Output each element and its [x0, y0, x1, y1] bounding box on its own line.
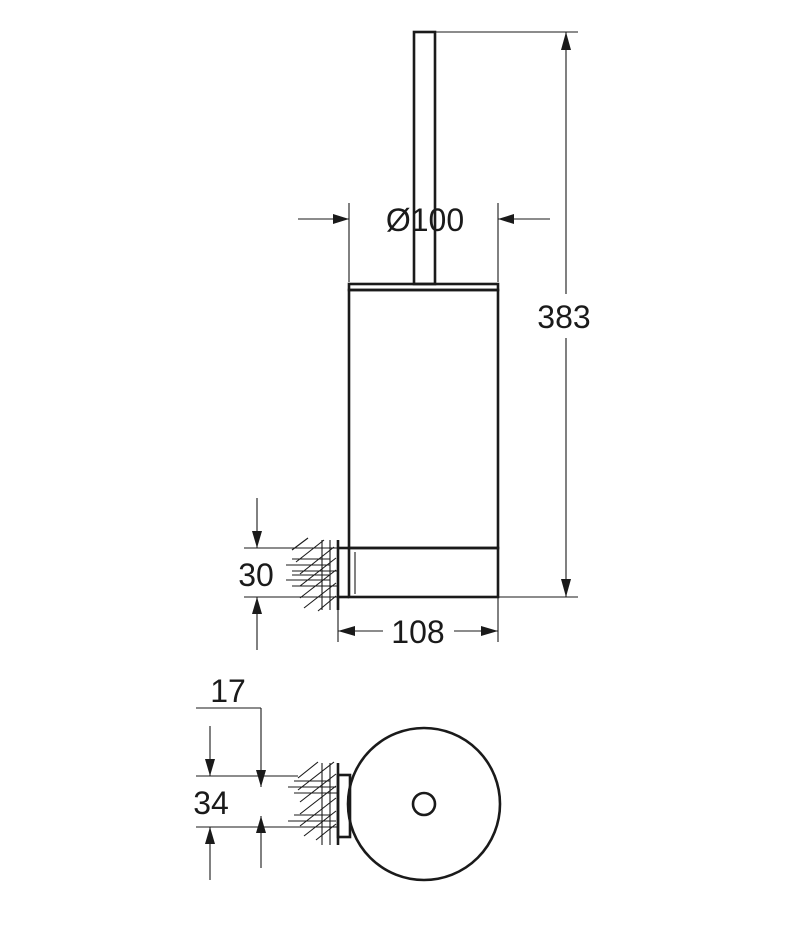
screw-lower	[286, 574, 338, 587]
holder-body	[347, 288, 500, 550]
screw-upper	[286, 558, 338, 572]
base-height-dimension: 30	[238, 498, 338, 650]
side-view: Ø100 383 30	[238, 30, 600, 650]
top-bracket	[336, 763, 352, 845]
height-label: 383	[537, 299, 590, 335]
fixing-spacing-dimension: 34	[193, 726, 298, 880]
base-height-label: 30	[238, 557, 274, 593]
fixing-spacing-label: 34	[193, 785, 229, 821]
depth-label: 108	[391, 614, 444, 650]
top-wall-hatching	[297, 761, 337, 845]
holder-top-circle	[346, 726, 502, 882]
brush-handle	[412, 30, 437, 286]
holder-base	[347, 546, 500, 599]
wall-offset-dimension: 17	[196, 673, 266, 787]
top-screw-upper	[288, 780, 338, 794]
height-dimension: 383	[435, 31, 600, 598]
diameter-label: Ø100	[386, 202, 464, 238]
wall-offset-label: 17	[210, 673, 246, 709]
diameter-dimension: Ø100	[298, 202, 550, 282]
wall-bracket	[336, 540, 356, 610]
depth-dimension: 108	[337, 597, 499, 650]
top-screw-lower	[288, 814, 338, 828]
top-view: 17 34	[193, 673, 502, 882]
handle-hole	[411, 791, 437, 817]
